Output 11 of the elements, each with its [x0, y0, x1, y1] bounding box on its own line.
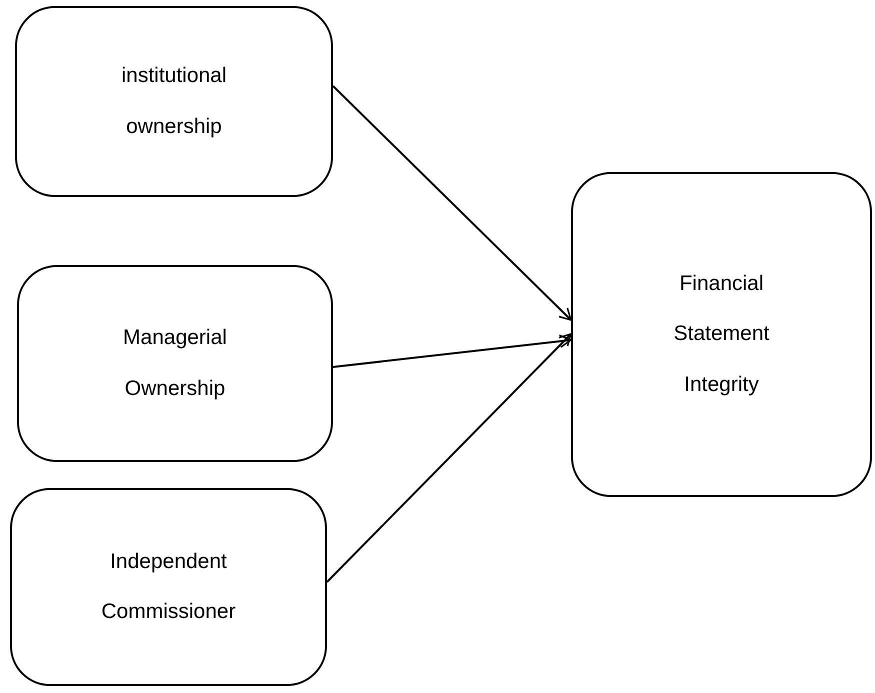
- box-label: Managerial Ownership: [122, 325, 228, 402]
- rounded-box: [571, 172, 872, 497]
- rounded-box: [15, 6, 333, 197]
- box-label: Financial Statement Integrity: [672, 270, 770, 398]
- arrow: [332, 334, 572, 368]
- box-label: institutional ownership: [120, 63, 228, 140]
- arrow: [332, 85, 572, 321]
- arrow: [326, 333, 572, 583]
- rounded-box: [17, 265, 333, 462]
- rounded-box: [10, 488, 327, 686]
- box-label: Independent Commissioner: [100, 548, 237, 625]
